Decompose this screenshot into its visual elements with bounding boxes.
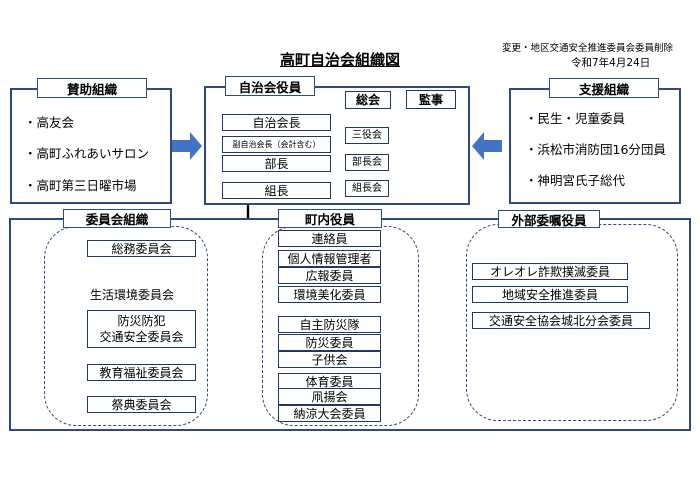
external-item: 交通安全協会城北分会委員 xyxy=(472,312,650,329)
support-org-item: ・浜松市消防団16分団員 xyxy=(525,142,666,157)
supporters-header: 賛助組織 xyxy=(37,78,147,98)
town-role-item: 個人情報管理者 xyxy=(278,250,381,267)
general-meeting-box: 総会 xyxy=(345,91,391,109)
support-org-item: ・神明宮氏子総代 xyxy=(525,173,626,188)
auditor-box: 監事 xyxy=(406,90,456,109)
group-meeting-box: 組長会 xyxy=(345,180,389,197)
division-meeting-box: 部長会 xyxy=(345,154,389,171)
change-note: 変更・地区交通安全推進委員会委員削除 xyxy=(502,43,674,54)
support-orgs-header: 支援組織 xyxy=(549,78,659,98)
committee-education-welfare: 教育福祉委員会 xyxy=(87,364,196,381)
town-role-item: 環境美化委員 xyxy=(278,286,381,303)
town-roles-header: 町内役員 xyxy=(278,209,382,228)
supporter-item: ・高町第三日曜市場 xyxy=(24,178,137,193)
external-item: オレオレ詐欺撲滅委員 xyxy=(472,263,628,280)
town-role-item: 納涼大会委員 xyxy=(278,405,381,422)
committee-line-2: 交通安全委員会 xyxy=(99,330,184,344)
officers-header: 自治会役員 xyxy=(225,76,315,96)
committee-living-environment: 生活環境委員会 xyxy=(90,287,175,302)
external-item: 地域安全推進委員 xyxy=(472,286,628,303)
town-role-item: 防災委員 xyxy=(278,334,381,351)
committee-line-1: 防災防犯 xyxy=(117,313,166,328)
arrow-right-icon xyxy=(172,132,202,160)
committee-general-affairs: 総務委員会 xyxy=(87,240,196,257)
town-role-item: 体育委員 xyxy=(278,373,381,390)
president-box: 自治会長 xyxy=(222,114,331,131)
revision-date: 令和7年4月24日 xyxy=(571,57,651,69)
support-org-item: ・民生・児童委員 xyxy=(525,111,626,126)
supporter-item: ・高町ふれあいサロン xyxy=(24,146,150,161)
supporter-item: ・高友会 xyxy=(24,115,75,130)
town-role-item: 連絡員 xyxy=(278,230,381,247)
external-header: 外部委嘱役員 xyxy=(498,210,600,228)
committee-festival: 祭典委員会 xyxy=(87,396,196,413)
arrow-left-icon xyxy=(472,132,502,160)
committee-disaster-crime-traffic: 防災防犯 交通安全委員会 xyxy=(87,310,196,348)
group-head-box: 組長 xyxy=(222,182,331,199)
town-role-item: 自主防災隊 xyxy=(278,316,381,333)
committees-header: 委員会組織 xyxy=(63,209,171,228)
town-role-item: 広報委員 xyxy=(278,267,381,284)
supporters-panel xyxy=(10,88,172,204)
town-role-item: 子供会 xyxy=(278,351,381,368)
page-title: 高町自治会組織図 xyxy=(280,51,401,69)
vice-president-box: 副自治会長（会計含む） xyxy=(222,136,331,153)
town-role-item: 凧揚会 xyxy=(278,388,381,405)
three-officers-box: 三役会 xyxy=(345,127,389,144)
division-head-box: 部長 xyxy=(222,155,331,172)
